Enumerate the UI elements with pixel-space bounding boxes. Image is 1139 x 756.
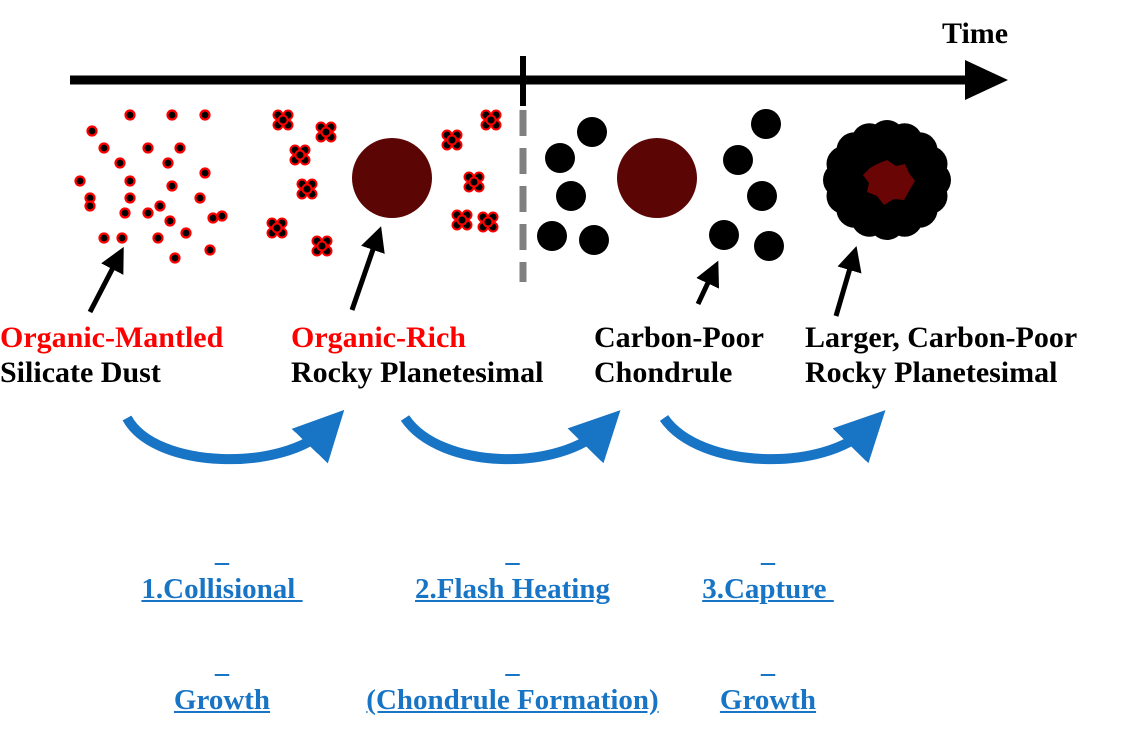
time-axis-arrowhead-icon [965, 60, 1008, 100]
dust-grain-icon [98, 142, 110, 154]
stage-1-subtitle: Silicate Dust [0, 356, 161, 389]
dust-grain-icon [164, 215, 176, 227]
stage-1-title: Organic-Mantled [0, 321, 224, 354]
dust-grain-icon [166, 180, 178, 192]
chondrule-icon [723, 145, 753, 175]
dust-grain-icon [98, 232, 110, 244]
dust-grain-icon [152, 232, 164, 244]
dust-grain-icon [116, 232, 128, 244]
step-2-link[interactable]: 2.Flash Heating (Chondrule Formation) [340, 497, 685, 756]
step-3-title: 3.Capture [702, 573, 834, 605]
dust-grain-icon [142, 207, 154, 219]
stage-3-subtitle: Chondrule [594, 356, 733, 389]
dust-aggregate-grain-icon [271, 222, 283, 234]
step-2-title: 2.Flash Heating [415, 573, 610, 605]
diagram-canvas [70, 56, 1008, 465]
stage-4-title: Larger, Carbon-Poor [805, 321, 1078, 354]
stage-2-subtitle: Rocky Planetesimal [291, 356, 544, 389]
pointer-arrow-dust [87, 246, 124, 314]
step-1-title: 1.Collisional [141, 573, 303, 605]
dust-grain-icon [194, 192, 206, 204]
chondrule-icon [751, 109, 781, 139]
stage-3-title: Carbon-Poor [594, 321, 764, 354]
chondrule-icon [577, 117, 607, 147]
larger-carbon-poor-planetesimal [823, 120, 951, 240]
dust-aggregate-grain-icon [482, 216, 494, 228]
dust-aggregate-grain-icon [294, 149, 306, 161]
heated-planetesimal [617, 138, 697, 218]
organic-rich-planetesimal [352, 138, 432, 218]
step-2-subtitle: (Chondrule Formation) [366, 684, 659, 716]
stage-2-title: Organic-Rich [291, 321, 466, 354]
stage-4-subtitle: Rocky Planetesimal [805, 356, 1058, 389]
chondrule-icon [754, 231, 784, 261]
dust-aggregate-grain-icon [301, 183, 313, 195]
chondrule-field [537, 109, 784, 261]
step-1-subtitle: Growth [173, 684, 271, 716]
dust-aggregate-grain-icon [456, 214, 468, 226]
dust-grain-icon [154, 200, 166, 212]
dust-aggregate-grain-icon [277, 114, 289, 126]
dust-grain-icon [166, 109, 178, 121]
dust-aggregate-grain-icon [468, 176, 480, 188]
process-arrow-2 [400, 410, 621, 465]
process-arrow-1 [122, 409, 345, 465]
step-3-subtitle: Growth [719, 684, 817, 716]
dust-grain-icon [216, 210, 228, 222]
time-label: Time [942, 17, 1009, 50]
dust-grain-icon [124, 175, 136, 187]
dust-grain-icon [84, 200, 96, 212]
step-3-link[interactable]: 3.Capture Growth [683, 497, 853, 756]
dust-grain-icon [207, 212, 219, 224]
dust-grain-icon [180, 227, 192, 239]
dust-aggregate-grain-icon [485, 114, 497, 126]
dust-aggregate-grain-icon [446, 134, 458, 146]
dust-grain-icon [74, 175, 86, 187]
chondrule-icon [537, 221, 567, 251]
dust-grain-icon [142, 142, 154, 154]
dust-grain-icon [114, 157, 126, 169]
dust-grain-icon [162, 157, 174, 169]
dust-aggregate-grain-icon [316, 240, 328, 252]
dust-grain-icon [124, 192, 136, 204]
chondrule-icon [709, 220, 739, 250]
dust-grain-icon [124, 109, 136, 121]
process-arrow-3 [659, 410, 886, 465]
chondrule-icon [545, 143, 575, 173]
dust-grain-icon [199, 109, 211, 121]
planetesimal-core [863, 160, 915, 205]
step-1-link[interactable]: 1.Collisional Growth [117, 497, 327, 756]
dust-aggregate-field [266, 109, 502, 257]
silicate-dust-field [74, 109, 228, 264]
dust-aggregate-grain-icon [320, 126, 332, 138]
dust-grain-icon [174, 142, 186, 154]
pointer-arrow-chondrule [695, 260, 720, 306]
pointer-arrow-planetesimal [349, 226, 385, 311]
chondrule-icon [556, 181, 586, 211]
chondrule-icon [579, 225, 609, 255]
dust-grain-icon [169, 252, 181, 264]
dust-grain-icon [86, 125, 98, 137]
dust-grain-icon [119, 207, 131, 219]
dust-grain-icon [204, 244, 216, 256]
dust-grain-icon [199, 167, 211, 179]
pointer-arrow-large-planetesimal [833, 246, 862, 317]
chondrule-icon [747, 181, 777, 211]
